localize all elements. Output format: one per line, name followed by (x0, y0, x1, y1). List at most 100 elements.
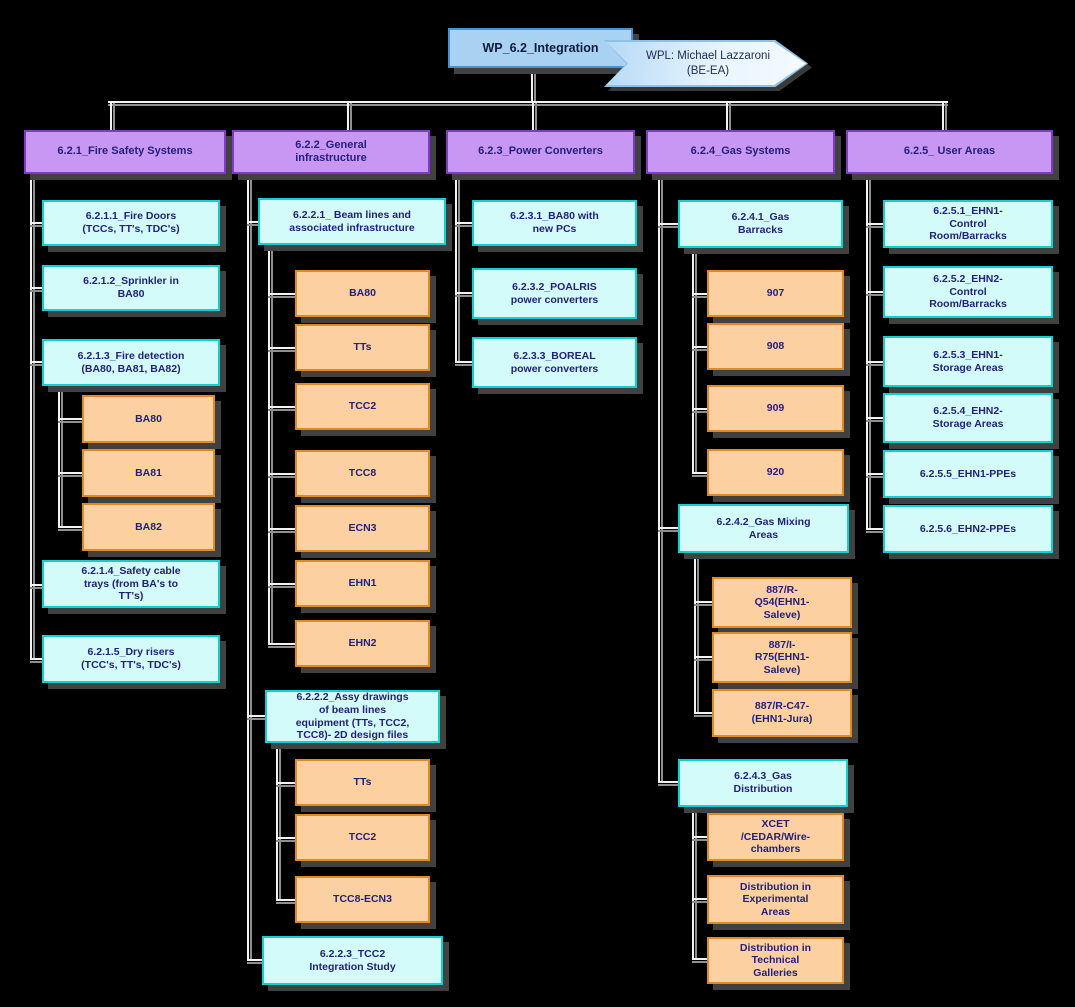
node-6-2-4-2[interactable]: 6.2.4.2_Gas Mixing Areas (678, 504, 849, 553)
leaf-920[interactable]: 920 (707, 449, 844, 496)
connector-line (692, 898, 707, 900)
connector-line (692, 247, 694, 473)
leaf-distribution-experimental-areas[interactable]: Distribution in Experimental Areas (707, 875, 844, 924)
connector-line (30, 287, 42, 289)
leaf-909[interactable]: 909 (707, 385, 844, 432)
leaf-tcc8-ecn3[interactable]: TCC8-ECN3 (295, 876, 430, 923)
leaf-xcet-cedar-wire-chambers[interactable]: XCET /CEDAR/Wire- chambers (707, 813, 844, 861)
root-node-wp-6-2-integration[interactable]: WP_6.2_Integration (448, 28, 633, 68)
connector-line (692, 807, 694, 960)
leaf-distribution-technical-galleries[interactable]: Distribution in Technical Galleries (707, 937, 844, 984)
connector-line (30, 361, 42, 363)
connector-line (942, 103, 944, 131)
leaf-tts[interactable]: TTs (295, 324, 430, 371)
node-6-2-1-5[interactable]: 6.2.1.5_Dry risers (TCC's, TT's, TDC's) (42, 635, 220, 683)
node-6-2-2-3[interactable]: 6.2.2.3_TCC2 Integration Study (262, 936, 443, 985)
node-6-2-1-3[interactable]: 6.2.1.3_Fire detection (BA80, BA81, BA82… (42, 339, 220, 386)
wpl-banner[interactable]: WPL: Michael Lazzaroni (BE-EA) (604, 40, 808, 87)
connector-line (455, 174, 457, 363)
leaf-887-r-q54[interactable]: 887/R- Q54(EHN1- Saleve) (712, 577, 852, 628)
connector-line (658, 527, 678, 529)
connector-line (658, 223, 678, 225)
connector-line (347, 103, 349, 131)
connector-line (866, 291, 883, 293)
connector-line (866, 417, 883, 419)
node-6-2-5-3[interactable]: 6.2.5.3_EHN1- Storage Areas (883, 336, 1053, 387)
node-6-2-3-1[interactable]: 6.2.3.1_BA80 with new PCs (472, 200, 637, 246)
leaf-907[interactable]: 907 (707, 270, 844, 317)
connector-line (692, 472, 707, 474)
connector-line (658, 174, 660, 782)
connector-line (694, 601, 712, 603)
connector-line (268, 406, 295, 408)
node-6-2-5-2[interactable]: 6.2.5.2_EHN2- Control Room/Barracks (883, 266, 1053, 318)
connector-line (694, 712, 712, 714)
branch-6-2-5-user-areas[interactable]: 6.2.5_ User Areas (846, 130, 1053, 174)
connector-line (455, 361, 472, 363)
connector-line (247, 715, 265, 717)
leaf-tcc2[interactable]: TCC2 (295, 814, 430, 861)
connector-line (30, 222, 42, 224)
leaf-tts[interactable]: TTs (295, 759, 430, 806)
leaf-ehn2[interactable]: EHN2 (295, 620, 430, 667)
connector-line (276, 899, 295, 901)
node-6-2-5-5[interactable]: 6.2.5.5_EHN1-PPEs (883, 450, 1053, 498)
node-6-2-1-2[interactable]: 6.2.1.2_Sprinkler in BA80 (42, 265, 220, 311)
connector-line (58, 386, 60, 527)
branch-6-2-3-power-converters[interactable]: 6.2.3_Power Converters (446, 130, 635, 174)
node-6-2-2-2[interactable]: 6.2.2.2_Assy drawings of beam lines equi… (265, 690, 440, 743)
connector-line (692, 346, 707, 348)
node-6-2-1-1[interactable]: 6.2.1.1_Fire Doors (TCCs, TT's, TDC's) (42, 200, 220, 246)
leaf-ba82[interactable]: BA82 (82, 503, 215, 551)
connector-line (58, 526, 82, 528)
connector-line (276, 782, 295, 784)
node-6-2-5-4[interactable]: 6.2.5.4_EHN2- Storage Areas (883, 393, 1053, 443)
connector-line (30, 658, 42, 660)
leaf-887-i-r75[interactable]: 887/I- R75(EHN1- Saleve) (712, 632, 852, 683)
node-6-2-1-4[interactable]: 6.2.1.4_Safety cable trays (from BA's to… (42, 560, 220, 608)
leaf-ecn3[interactable]: ECN3 (295, 505, 430, 552)
connector-line (455, 292, 472, 294)
node-6-2-5-1[interactable]: 6.2.5.1_EHN1- Control Room/Barracks (883, 200, 1053, 248)
connector-line (30, 174, 32, 660)
connector-line (108, 101, 948, 103)
connector-line (866, 223, 883, 225)
branch-6-2-1-fire-safety[interactable]: 6.2.1_Fire Safety Systems (24, 130, 226, 174)
node-6-2-3-3[interactable]: 6.2.3.3_BOREAL power converters (472, 337, 637, 388)
node-6-2-4-3[interactable]: 6.2.4.3_Gas Distribution (678, 759, 848, 807)
wpl-banner-label: WPL: Michael Lazzaroni (BE-EA) (606, 42, 806, 85)
connector-line (692, 836, 707, 838)
node-6-2-5-6[interactable]: 6.2.5.6_EHN2-PPEs (883, 505, 1053, 553)
leaf-ehn1[interactable]: EHN1 (295, 560, 430, 607)
connector-line (866, 361, 883, 363)
leaf-tcc8[interactable]: TCC8 (295, 450, 430, 497)
connector-line (268, 347, 295, 349)
connector-line (866, 528, 883, 530)
connector-line (247, 959, 262, 961)
branch-6-2-2-general-infrastructure[interactable]: 6.2.2_General infrastructure (232, 130, 430, 174)
leaf-908[interactable]: 908 (707, 323, 844, 370)
leaf-ba81[interactable]: BA81 (82, 449, 215, 497)
node-6-2-4-1[interactable]: 6.2.4.1_Gas Barracks (678, 200, 843, 248)
connector-line (866, 173, 868, 529)
connector-line (532, 103, 534, 131)
node-6-2-3-2[interactable]: 6.2.3.2_POALRIS power converters (472, 268, 637, 319)
branch-6-2-4-gas-systems[interactable]: 6.2.4_Gas Systems (646, 130, 835, 174)
connector-line (455, 222, 472, 224)
connector-line (276, 837, 295, 839)
connector-line (30, 584, 42, 586)
connector-line (268, 583, 295, 585)
connector-line (247, 174, 249, 961)
leaf-ba80[interactable]: BA80 (295, 270, 430, 317)
connector-line (276, 742, 278, 900)
connector-line (694, 656, 712, 658)
connector-line (692, 408, 707, 410)
leaf-887-r-c47[interactable]: 887/R-C47- (EHN1-Jura) (712, 689, 852, 737)
connector-line (268, 293, 295, 295)
connector-line (247, 221, 258, 223)
leaf-tcc2[interactable]: TCC2 (295, 383, 430, 430)
node-6-2-2-1[interactable]: 6.2.2.1_ Beam lines and associated infra… (258, 198, 446, 245)
leaf-ba80[interactable]: BA80 (82, 395, 215, 443)
connector-line (268, 528, 295, 530)
